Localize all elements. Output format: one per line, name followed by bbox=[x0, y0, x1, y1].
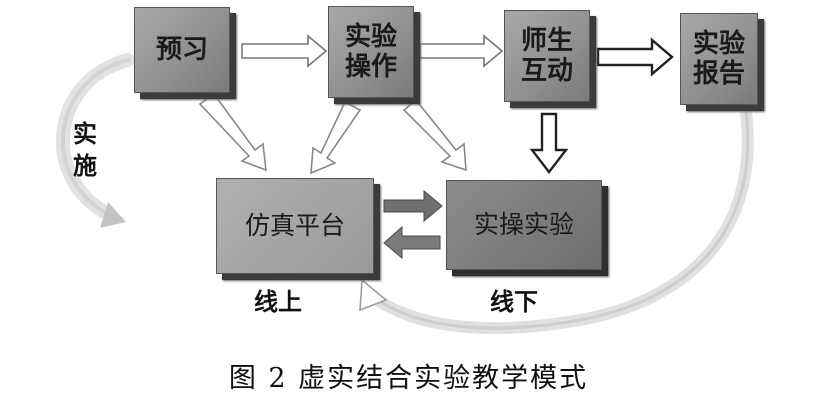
side-label-implementation: 实 施 bbox=[73, 120, 97, 180]
arrow-interaction-to-practical bbox=[529, 112, 569, 174]
arrow-preview-to-sim bbox=[198, 92, 267, 172]
box-preview-label: 预习 bbox=[155, 35, 208, 65]
box-practical-experiment: 实操实验 bbox=[446, 180, 602, 270]
box-practical-experiment-label: 实操实验 bbox=[473, 210, 574, 239]
box-preview: 预习 bbox=[134, 7, 230, 93]
figure-caption: 图 2 虚实结合实验教学模式 bbox=[228, 363, 589, 394]
offline-label: 线下 bbox=[490, 288, 538, 316]
arrow-operation-to-interaction bbox=[419, 34, 504, 68]
box-operation-label: 实验 操作 bbox=[344, 22, 397, 82]
curved-arrow-left bbox=[56, 53, 135, 228]
arrow-interaction-to-report bbox=[596, 37, 674, 77]
box-operation: 实验 操作 bbox=[328, 6, 414, 98]
arrow-operation-to-sim bbox=[310, 100, 362, 175]
arrow-preview-to-operation bbox=[241, 34, 328, 68]
online-label: 线上 bbox=[254, 288, 302, 316]
arrow-operation-to-practical bbox=[402, 98, 467, 172]
arrow-practical-to-sim bbox=[383, 225, 441, 260]
box-interaction: 师生 互动 bbox=[504, 10, 590, 102]
box-simulation-platform-label: 仿真平台 bbox=[244, 211, 345, 240]
box-report-label: 实验 报告 bbox=[692, 29, 745, 89]
box-interaction-label: 师生 互动 bbox=[520, 26, 573, 86]
curved-arrow-right bbox=[359, 106, 754, 334]
box-report: 实验 报告 bbox=[680, 13, 758, 105]
arrow-sim-to-practical bbox=[383, 189, 443, 223]
box-simulation-platform: 仿真平台 bbox=[216, 178, 374, 274]
